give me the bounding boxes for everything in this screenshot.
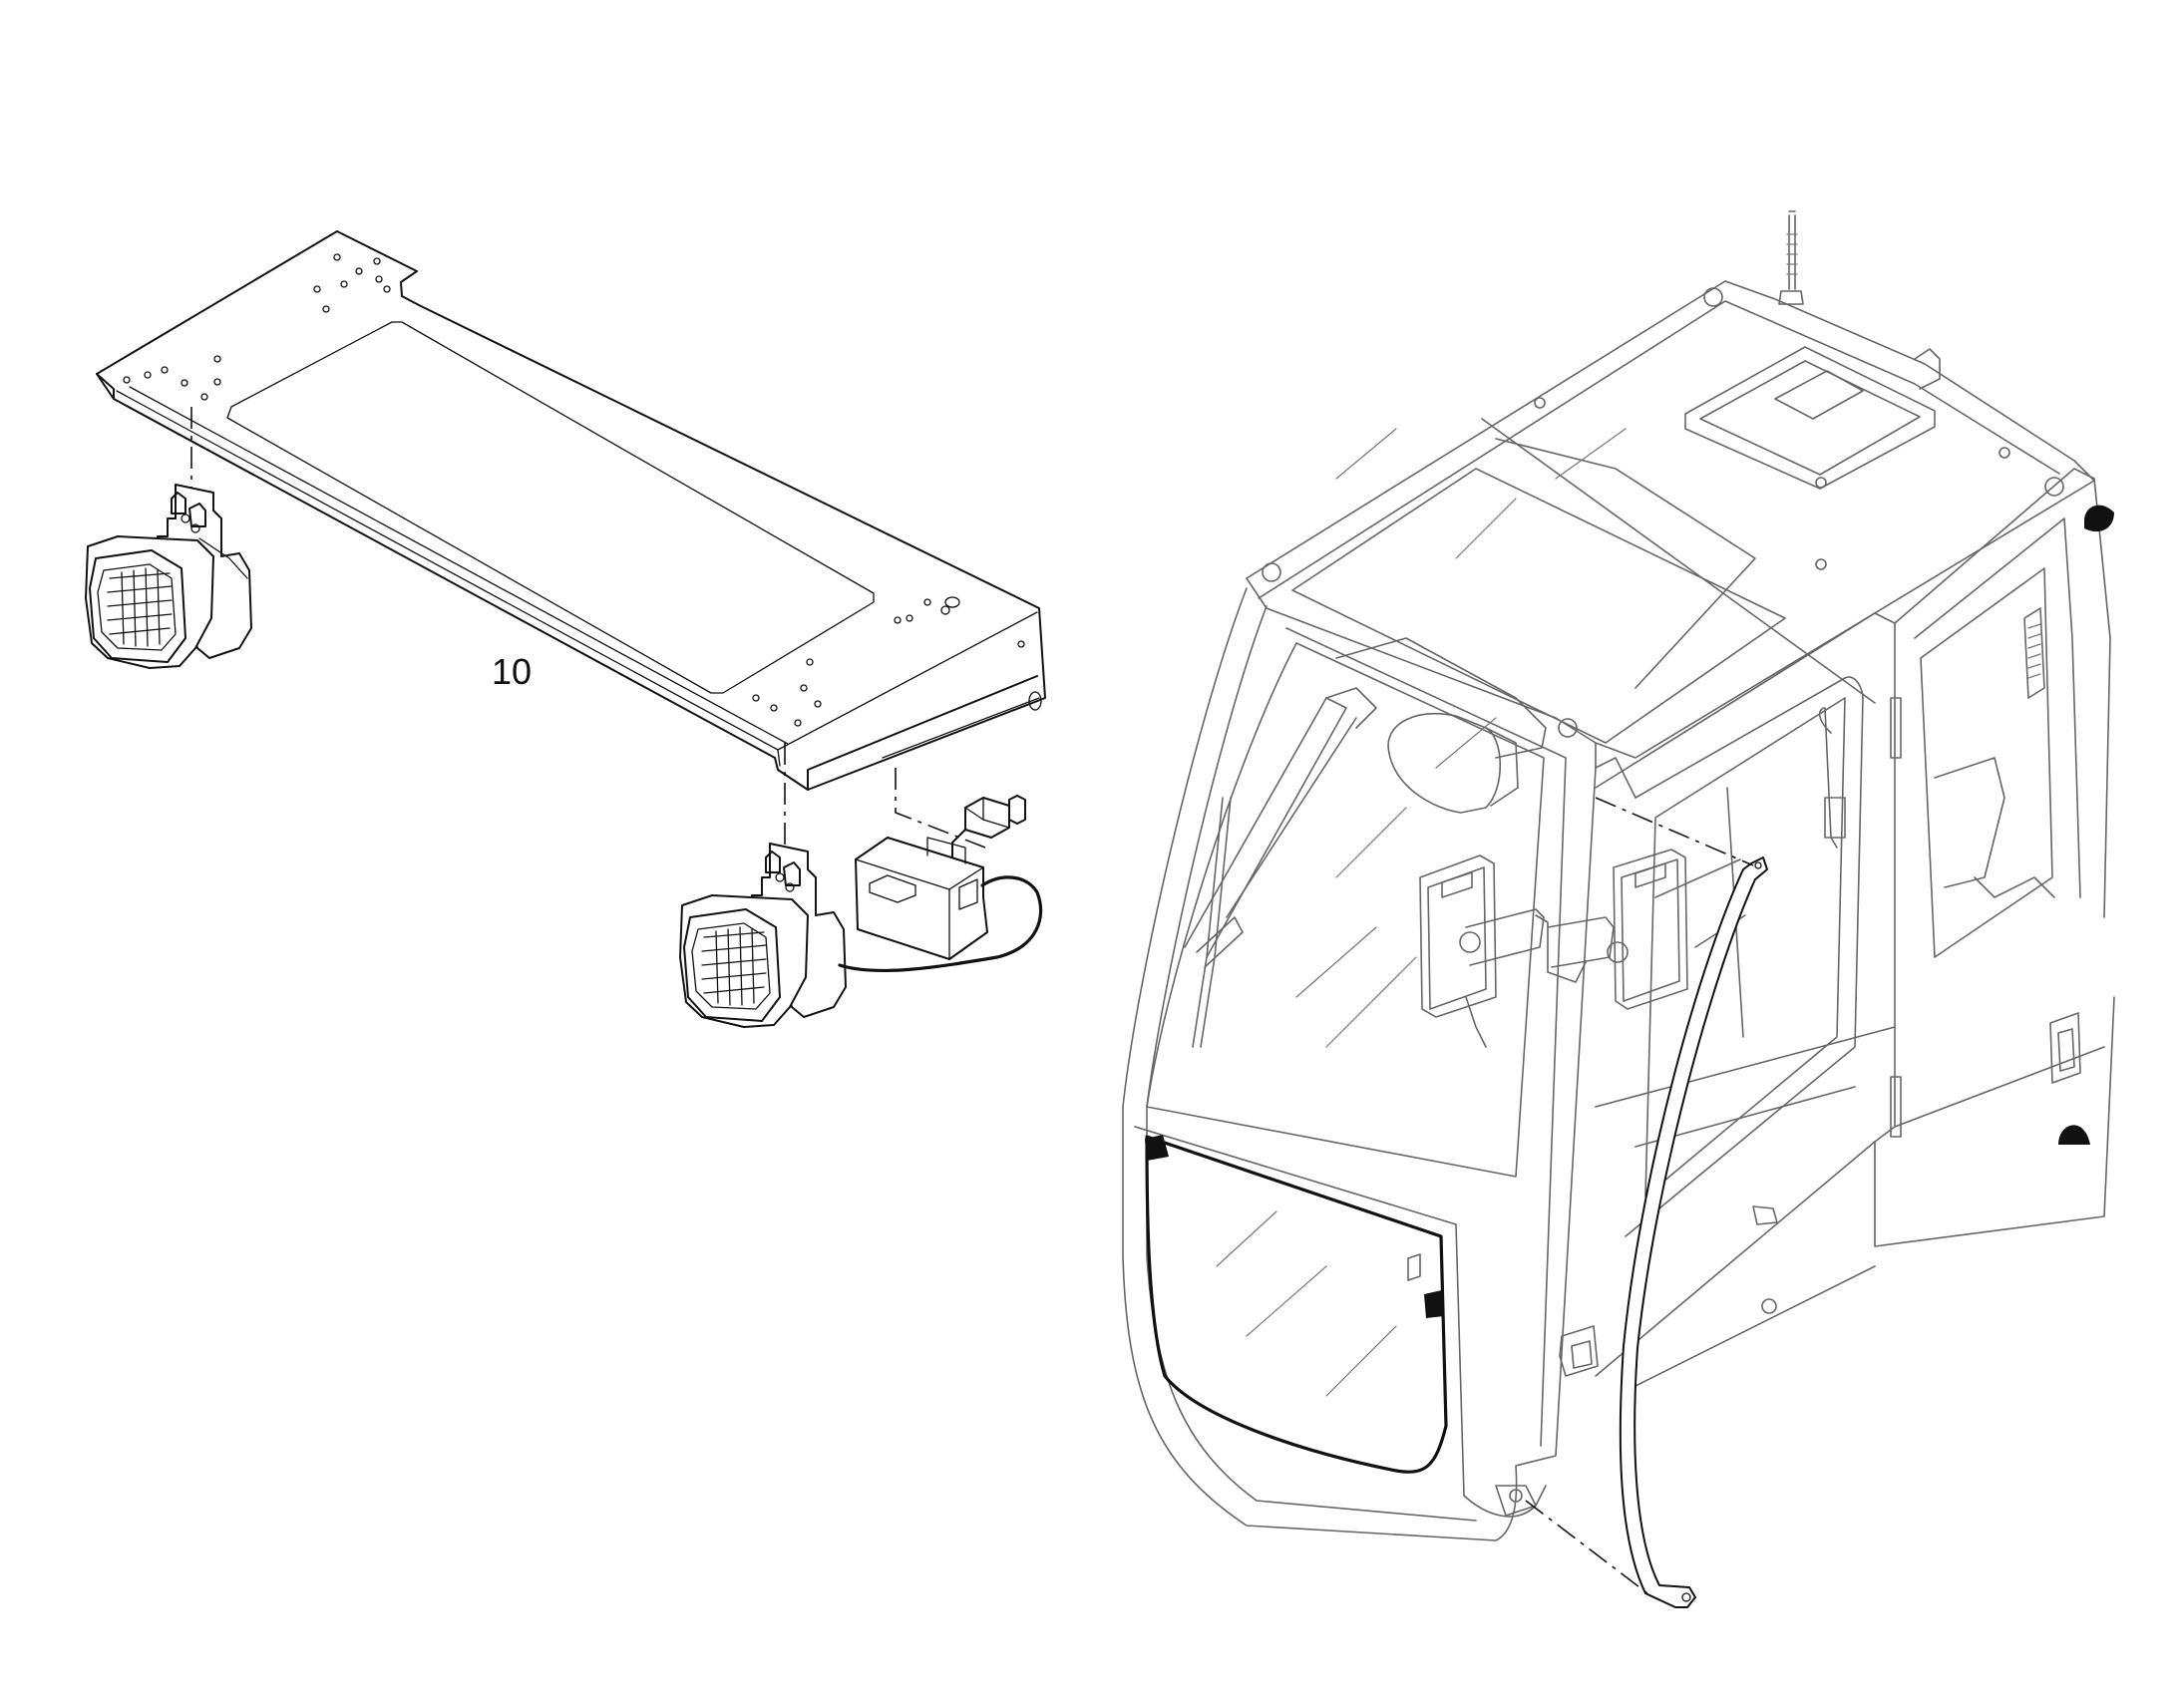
work-light	[679, 843, 847, 1028]
bracket-holes	[123, 253, 1042, 727]
cab-roof-light-bracket	[96, 230, 1046, 791]
cab-roof-light	[1387, 713, 1519, 814]
lower-glass-reflection	[1216, 1210, 1397, 1397]
work-light-wire	[838, 875, 1043, 973]
operator-cab	[1122, 210, 2115, 1541]
handle-assembly-lines	[1525, 797, 1754, 1594]
work-light	[85, 484, 252, 669]
relay-box	[855, 837, 988, 960]
windshield-wiper	[1184, 637, 1547, 1048]
lifting-eye	[1262, 287, 2064, 738]
wiring-connector	[951, 795, 1026, 858]
cab-grab-handle	[1619, 856, 1768, 1608]
antenna	[1778, 210, 1804, 305]
mirror-bracket	[1419, 854, 1545, 1048]
mirror-bracket	[1535, 849, 1688, 1010]
lens-grid	[107, 567, 173, 647]
callout-label-part-10: 10	[492, 651, 532, 692]
lens-grid	[701, 926, 767, 1006]
glass-reflection	[1295, 428, 1627, 1048]
